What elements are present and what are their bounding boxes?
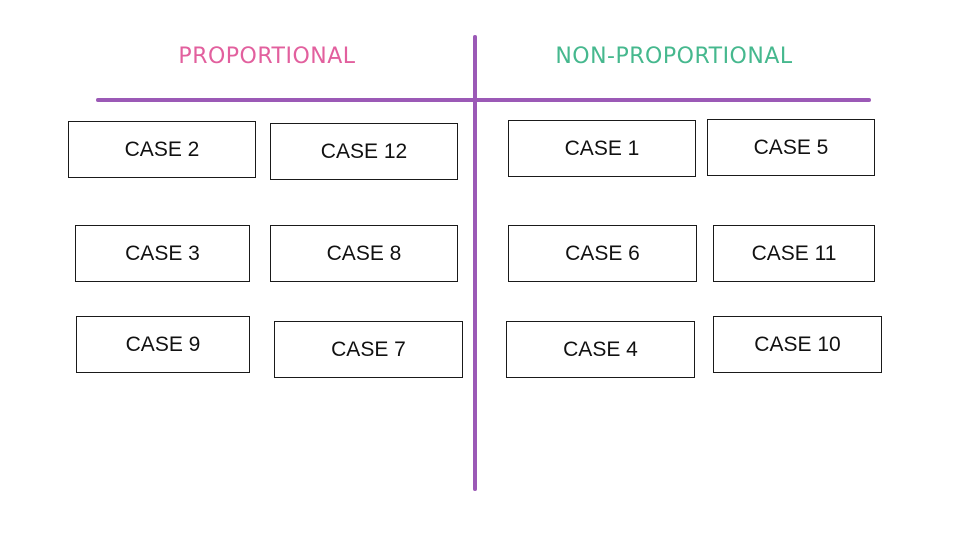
case-card[interactable]: CASE 12 (270, 123, 458, 180)
case-card[interactable]: CASE 3 (75, 225, 250, 282)
case-card[interactable]: CASE 10 (713, 316, 882, 373)
horizontal-divider (96, 98, 871, 102)
proportional-heading: PROPORTIONAL (178, 44, 356, 69)
case-card[interactable]: CASE 2 (68, 121, 256, 178)
case-card[interactable]: CASE 9 (76, 316, 250, 373)
vertical-divider (473, 35, 477, 491)
case-card[interactable]: CASE 8 (270, 225, 458, 282)
case-card[interactable]: CASE 4 (506, 321, 695, 378)
non-proportional-heading: NON-PROPORTIONAL (555, 44, 793, 69)
case-card[interactable]: CASE 6 (508, 225, 697, 282)
case-card[interactable]: CASE 11 (713, 225, 875, 282)
case-card[interactable]: CASE 7 (274, 321, 463, 378)
case-card[interactable]: CASE 5 (707, 119, 875, 176)
case-card[interactable]: CASE 1 (508, 120, 696, 177)
